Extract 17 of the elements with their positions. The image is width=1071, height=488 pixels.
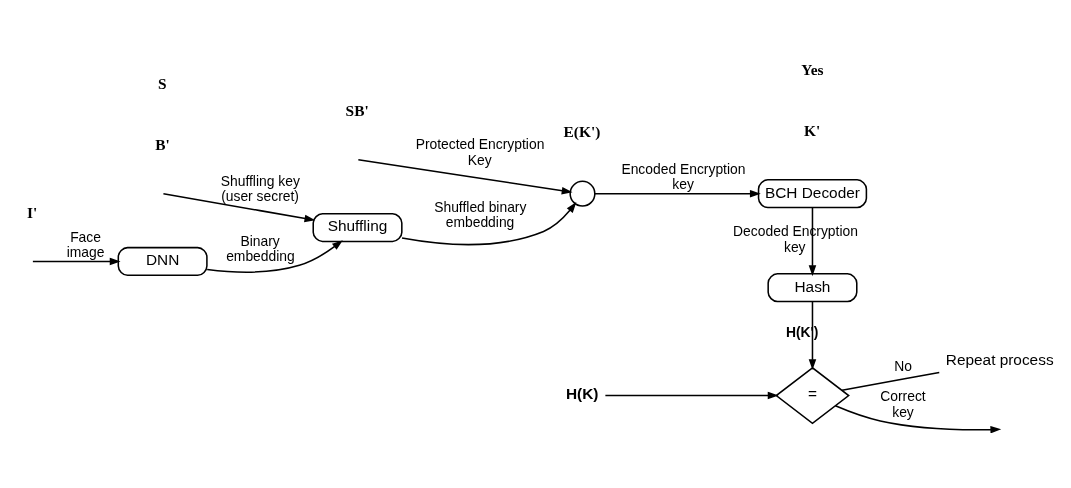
node-text: H(K): [565, 384, 599, 402]
edge-label: No: [894, 358, 912, 375]
edge-label: Shuffled binary embedding: [434, 198, 527, 231]
edge-label: Protected Encryption Key: [415, 136, 545, 168]
label: K': [804, 121, 821, 139]
edge-label: Shuffling key (user secret): [220, 172, 300, 204]
edge-label: Face image: [66, 228, 105, 261]
label: B': [155, 135, 170, 153]
label: E(K'): [563, 123, 601, 141]
edge-label: Binary embedding: [226, 232, 295, 265]
label: I': [27, 203, 38, 221]
node-text: Repeat process: [945, 351, 1054, 369]
edge-label: Correct key: [880, 388, 926, 420]
label: SB': [345, 101, 369, 119]
edge-label: Encoded Encryption key: [621, 160, 746, 193]
label: S: [157, 74, 167, 92]
label: Yes: [801, 61, 824, 79]
